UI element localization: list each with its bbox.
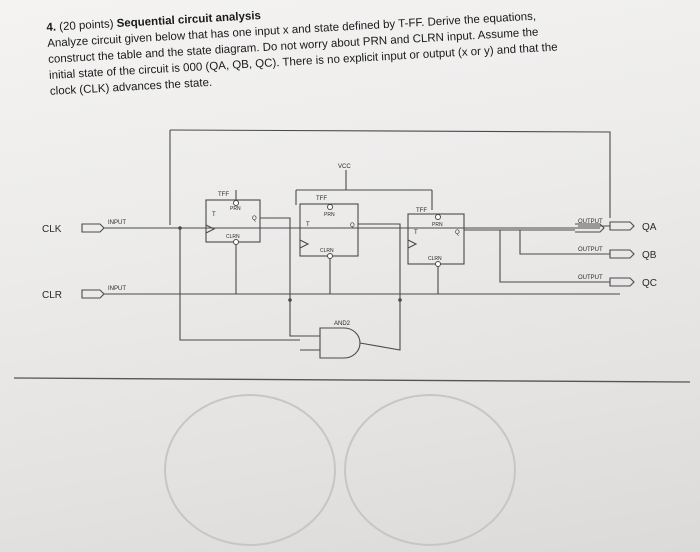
output-label-qc: QC: [642, 278, 657, 289]
ff2-t: T: [306, 222, 310, 228]
output-tag-qb: OUTPUT: [578, 247, 603, 253]
ff3-clrn: CLRN: [428, 256, 442, 262]
output-label-qb: QB: [642, 250, 657, 261]
ff2-prn: PRN: [324, 212, 335, 218]
ff3-type: TFF: [416, 208, 427, 214]
ff1-t: T: [212, 212, 216, 218]
output-label-qa: QA: [642, 222, 657, 233]
ff3-prn: PRN: [432, 222, 443, 228]
ff1-type: TFF: [218, 192, 229, 198]
input-label-clr: CLR: [42, 290, 62, 301]
ff2-clrn: CLRN: [320, 248, 334, 254]
input-label-clk: CLK: [42, 224, 62, 235]
input-tag-clr: INPUT: [108, 286, 126, 292]
ff1-clrn: CLRN: [226, 234, 240, 240]
ff1-q: Q: [252, 216, 257, 222]
output-tag-qa: OUTPUT: [578, 219, 603, 225]
vcc-label: VCC: [338, 164, 351, 170]
and2-label: AND2: [334, 321, 351, 327]
ff1-prn: PRN: [230, 206, 241, 212]
ff3-t: T: [414, 230, 418, 236]
ff2-type: TFF: [316, 196, 327, 202]
output-tag-qc: OUTPUT: [578, 275, 603, 281]
ff2-q: Q: [350, 223, 355, 229]
ff3-q: Q: [455, 230, 460, 236]
input-tag-clk: INPUT: [108, 220, 126, 226]
